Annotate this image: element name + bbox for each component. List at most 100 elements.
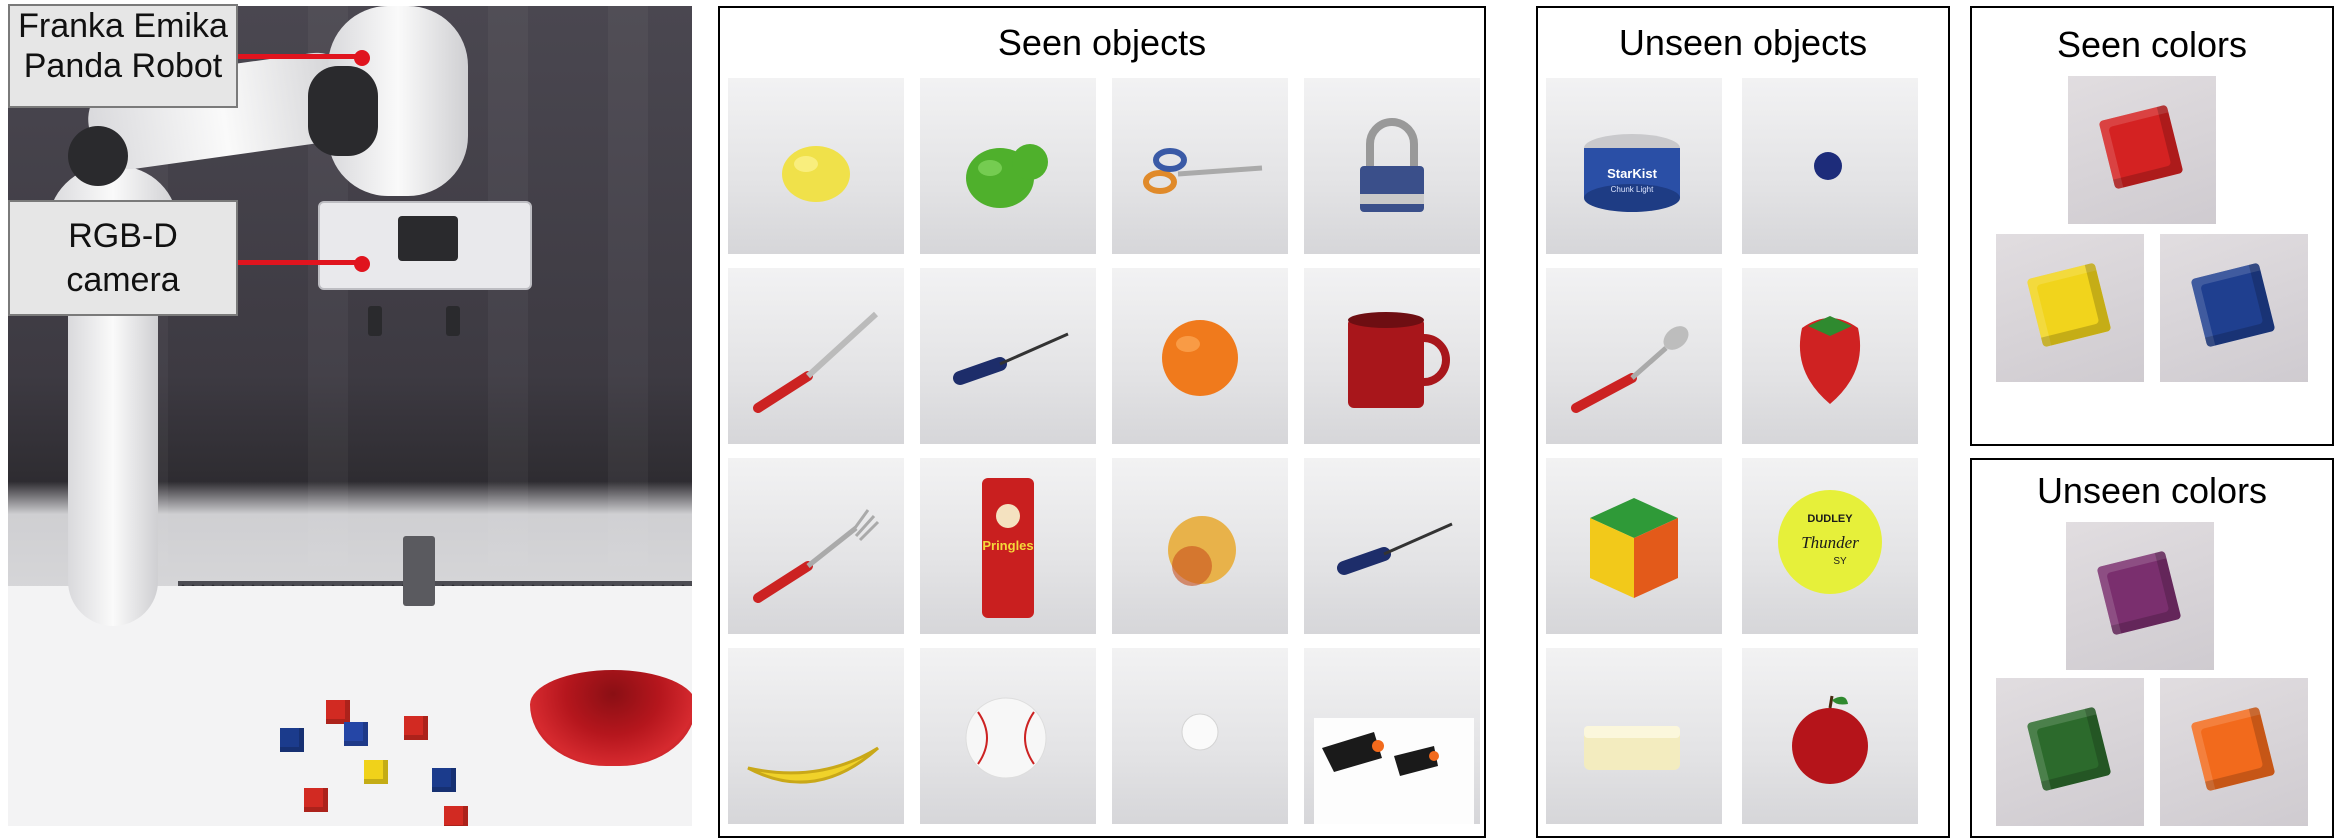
callout-camera-line1: RGB-D — [68, 217, 178, 255]
chips-brand-text: Pringles — [982, 538, 1033, 553]
cube-red — [444, 806, 468, 826]
unseen-object-blue-ball — [1742, 78, 1918, 254]
pear-icon — [966, 144, 1048, 208]
seen-object-padlock — [1304, 78, 1480, 254]
seen-object-baseball — [920, 648, 1096, 824]
unseen-object-rubiks-cube — [1546, 458, 1722, 634]
chips-can-icon: Pringles — [982, 478, 1034, 618]
tuna-brand-text: StarKist — [1607, 166, 1658, 181]
seen-object-chips-can: Pringles — [920, 458, 1096, 634]
banana-icon — [747, 746, 880, 784]
unseen-color-purple-swatch — [2066, 522, 2214, 670]
callout-robot-line2: Panda Robot — [23, 47, 223, 85]
seen-objects-panel: Seen objects Pringles — [718, 6, 1486, 838]
padlock-icon — [1360, 118, 1424, 212]
seen-object-fork — [728, 458, 904, 634]
apple-icon — [1792, 695, 1868, 784]
tuna-sub-text: Chunk Light — [1611, 185, 1654, 194]
unseen-object-apple — [1742, 648, 1918, 824]
callout-robot: Franka Emika Panda Robot — [8, 4, 238, 108]
scissors-icon — [1143, 148, 1263, 194]
knife-icon — [753, 311, 879, 413]
seen-object-clamps — [1304, 648, 1480, 824]
rubiks-cube-icon — [1590, 498, 1678, 598]
unseen-object-strawberry — [1742, 268, 1918, 444]
unseen-objects-title: Unseen objects — [1618, 22, 1868, 63]
cube-red — [304, 788, 328, 812]
screwdriver-icon — [953, 332, 1069, 385]
seen-objects-title: Seen objects — [997, 22, 1207, 63]
softball-brand-text: DUDLEY — [1807, 513, 1853, 525]
red-bowl — [530, 670, 692, 766]
callout-camera: RGB-D camera — [8, 200, 238, 316]
robot-base — [68, 266, 158, 626]
seen-color-red-swatch — [2068, 76, 2216, 224]
seen-object-screwdriver — [920, 268, 1096, 444]
sponge-icon — [1584, 726, 1680, 770]
leader-line-camera — [238, 260, 360, 265]
robot-joint-dark — [68, 126, 128, 186]
blue-ball-icon — [1814, 152, 1842, 180]
seen-object-mug — [1304, 268, 1480, 444]
seen-object-pear — [920, 78, 1096, 254]
softball-sub-text: SY — [1833, 556, 1847, 567]
seen-object-scissors — [1112, 78, 1288, 254]
rgbd-camera — [398, 216, 458, 261]
marker-camera — [354, 256, 370, 272]
golf-ball-icon — [1181, 713, 1219, 751]
seen-color-blue-swatch — [2160, 234, 2308, 382]
callout-robot-line1: Franka Emika — [18, 7, 228, 45]
robot-wrist-dark — [308, 66, 378, 156]
seen-object-golf-ball — [1112, 648, 1288, 824]
robot-photo — [8, 6, 692, 826]
unseen-color-orange-swatch — [2160, 678, 2308, 826]
marker-robot — [354, 50, 370, 66]
callout-camera-line2: camera — [66, 261, 180, 299]
orange-icon — [1162, 320, 1238, 396]
cube-blue — [280, 728, 304, 752]
seen-color-yellow-swatch — [1996, 234, 2144, 382]
lemon-icon — [782, 146, 850, 202]
cube-red — [326, 700, 350, 724]
gripper-finger-left — [368, 306, 382, 336]
clamps-icon — [1314, 718, 1474, 824]
softball-model-text: Thunder — [1801, 533, 1859, 552]
cube-blue — [344, 722, 368, 746]
orange-cube — [2190, 706, 2276, 792]
seen-object-screwdriver — [1304, 458, 1480, 634]
peach-icon — [1168, 516, 1236, 586]
fork-icon — [753, 509, 880, 603]
cube-red — [404, 716, 428, 740]
yellow-cube — [2026, 262, 2112, 348]
cube-yellow — [364, 760, 388, 784]
unseen-object-spoon — [1546, 268, 1722, 444]
green-cube — [2026, 706, 2112, 792]
strawberry-icon — [1799, 316, 1861, 404]
seen-object-orange — [1112, 268, 1288, 444]
spoon-icon — [1571, 326, 1689, 413]
seen-object-lemon — [728, 78, 904, 254]
unseen-color-green-swatch — [1996, 678, 2144, 826]
unseen-object-sponge — [1546, 648, 1722, 824]
gripper-finger-right — [446, 306, 460, 336]
purple-cube — [2096, 550, 2182, 636]
blue-cube — [2190, 262, 2276, 348]
mug-icon — [1348, 312, 1450, 408]
seen-object-banana — [728, 648, 904, 824]
seen-colors-panel: Seen colors — [1970, 6, 2334, 446]
unseen-colors-title: Unseen colors — [2036, 470, 2268, 511]
seen-object-knife — [728, 268, 904, 444]
leader-line-robot — [238, 54, 360, 59]
unseen-colors-panel: Unseen colors — [1970, 458, 2334, 838]
cube-blue — [432, 768, 456, 792]
screwdriver-icon — [1337, 522, 1453, 575]
mounted-post — [403, 536, 435, 606]
red-cube — [2098, 104, 2184, 190]
baseball-icon — [965, 697, 1047, 779]
seen-colors-title: Seen colors — [2056, 24, 2248, 65]
